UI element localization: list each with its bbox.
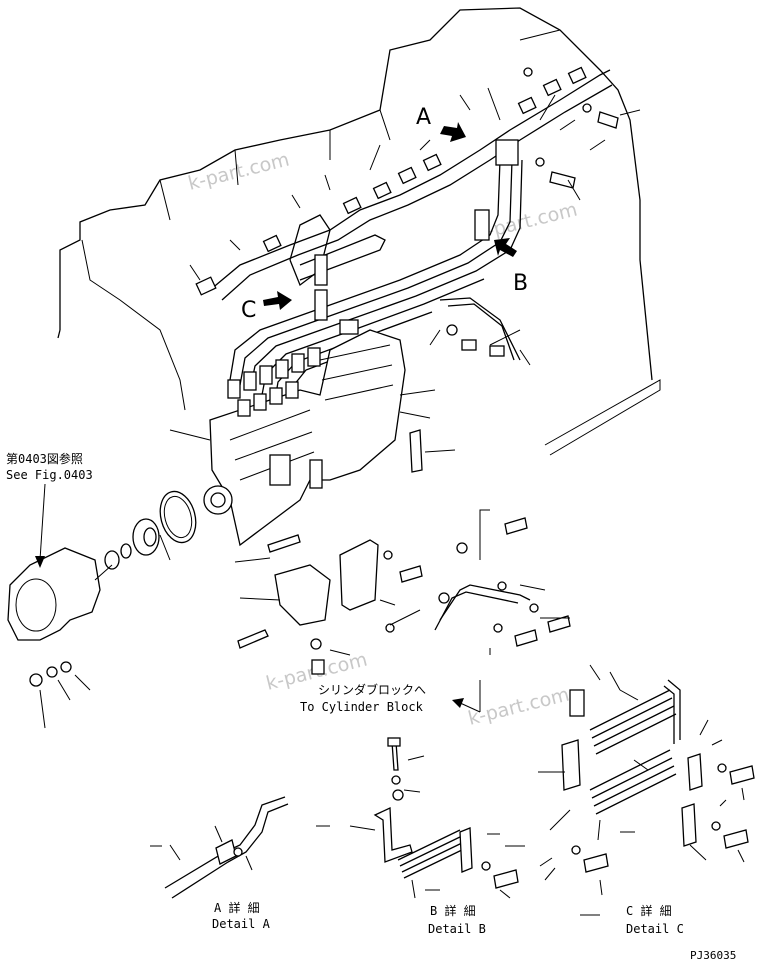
leader-lines <box>35 29 641 729</box>
callout-a: A <box>416 105 466 142</box>
nozzle-fittings <box>195 66 619 296</box>
drive-parts <box>7 490 197 687</box>
detail-c-label-jp: C 詳 細 <box>626 903 672 918</box>
detail-b-label-en: Detail B <box>428 922 486 936</box>
injection-pump <box>203 319 406 547</box>
engine-block-outline <box>57 7 661 456</box>
callout-b: B <box>494 238 528 296</box>
callout-c: C <box>241 291 292 323</box>
figure-code: PJ36035 <box>690 949 736 962</box>
callout-a-label: A <box>416 105 431 130</box>
callout-c-label: C <box>241 298 256 323</box>
cylinder-block-arrow <box>452 698 464 708</box>
watermark: k-part.com <box>474 198 580 244</box>
cylinder-block-label-jp: シリンダブロックへ <box>318 682 426 697</box>
watermark: k-part.com <box>466 683 572 729</box>
detail-a-label-jp: A 詳 細 <box>214 900 260 915</box>
detail-b-drawing <box>316 737 525 899</box>
detail-b-label-jp: B 詳 細 <box>430 903 476 918</box>
reference-label-en: See Fig.0403 <box>6 468 93 482</box>
cylinder-block-label-en: To Cylinder Block <box>300 700 424 714</box>
callout-b-label: B <box>513 271 528 296</box>
detail-a-label-en: Detail A <box>212 917 271 931</box>
detail-c-label-en: Detail C <box>626 922 684 936</box>
watermark: k-part.com <box>186 148 292 194</box>
fuel-injection-lines <box>209 69 613 406</box>
detail-a-drawing <box>150 796 289 899</box>
reference-arrow-line <box>39 483 46 561</box>
reference-label-jp: 第0403図参照 <box>6 451 83 466</box>
detail-c-drawing <box>538 664 755 916</box>
brackets-and-bolts <box>237 297 571 675</box>
